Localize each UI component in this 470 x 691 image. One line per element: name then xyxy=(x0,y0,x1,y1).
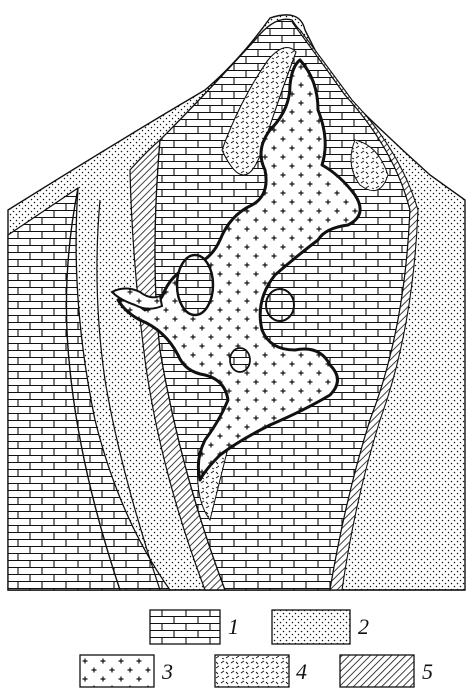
limestone-inlier-2 xyxy=(266,289,294,321)
legend-swatch-3 xyxy=(80,655,154,687)
legend-label-2: 2 xyxy=(358,614,369,639)
legend-swatch-5 xyxy=(340,655,414,687)
legend-label-4: 4 xyxy=(296,659,307,684)
legend-item-1: 1 xyxy=(150,610,239,644)
limestone-inlier-3 xyxy=(230,348,250,372)
legend: 1 2 3 4 5 xyxy=(80,610,433,687)
legend-item-4: 4 xyxy=(215,655,307,687)
legend-swatch-4 xyxy=(215,655,289,687)
legend-label-5: 5 xyxy=(422,659,433,684)
limestone-inlier-1 xyxy=(177,255,213,315)
legend-label-3: 3 xyxy=(161,659,173,684)
legend-item-3: 3 xyxy=(80,655,173,687)
legend-swatch-1 xyxy=(150,610,220,644)
legend-item-2: 2 xyxy=(272,610,369,644)
legend-item-5: 5 xyxy=(340,655,433,687)
legend-swatch-2 xyxy=(272,610,350,644)
legend-label-1: 1 xyxy=(228,614,239,639)
